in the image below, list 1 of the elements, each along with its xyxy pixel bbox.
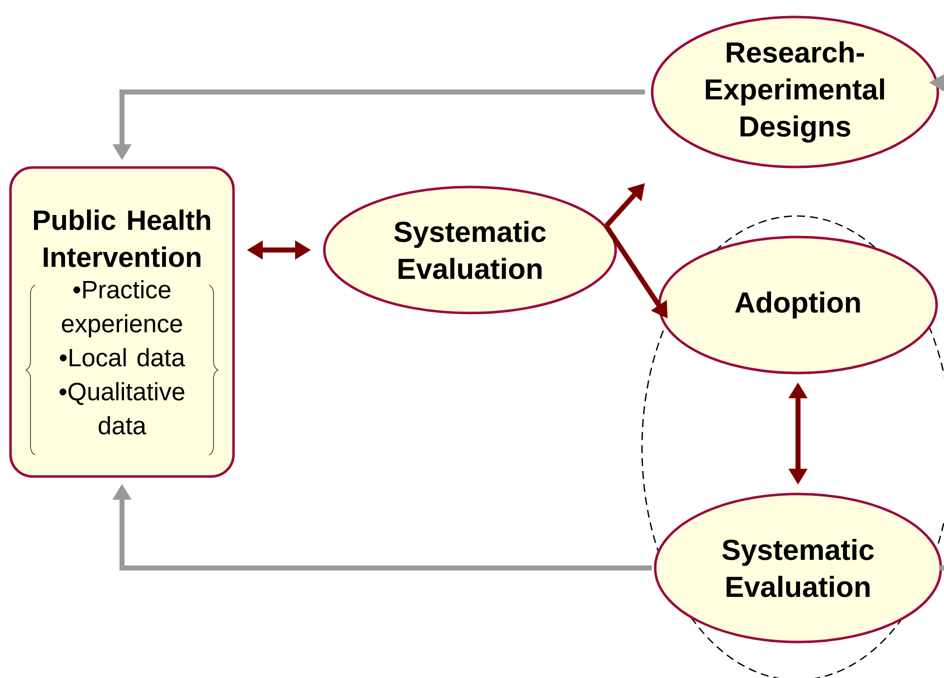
intervention-box: Public Health Intervention •Practice experience •Local data •Qualitative data xyxy=(9,166,235,478)
